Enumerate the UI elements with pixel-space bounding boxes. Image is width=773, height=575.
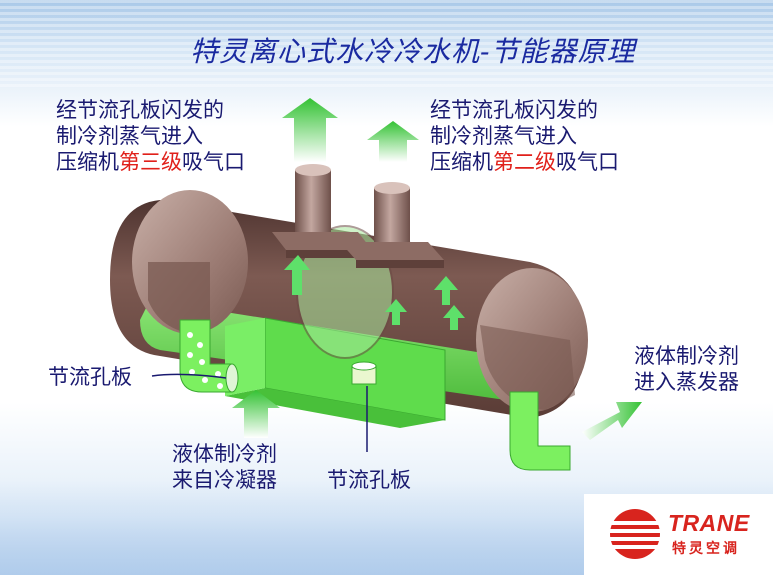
page-title: 特灵离心式水冷冷水机-节能器原理: [190, 35, 636, 68]
center-orifice-label: 节流孔板: [327, 468, 411, 492]
left-top-highlight: 第三级: [119, 150, 182, 174]
liquid-in-label: 液体制冷剂 来自冷凝器: [172, 441, 277, 493]
left-orifice-label: 节流孔板: [48, 365, 132, 389]
left-top-line2: 制冷剂蒸气进入: [56, 124, 203, 148]
leader-lines: [151, 373, 368, 452]
liquid-outlet-pipe: [509, 391, 571, 471]
liquid-out-line2: 进入蒸发器: [634, 370, 739, 394]
up-arrow-icon: [434, 276, 458, 305]
left-top-line1: 经节流孔板闪发的: [56, 98, 224, 122]
up-arrow-icon: [367, 121, 419, 162]
logo-chinese: 特灵空调: [672, 541, 740, 557]
right-top-line1: 经节流孔板闪发的: [430, 98, 598, 122]
trane-logo: TRANE 特灵空调: [584, 494, 773, 575]
right-arrow-icon: [582, 402, 642, 440]
up-arrow-icon: [284, 255, 310, 295]
up-arrow-icon: [443, 305, 465, 330]
left-end-cap: [132, 190, 248, 334]
up-arrow-icon: [282, 98, 338, 162]
up-arrow-icon: [385, 299, 407, 325]
right-top-highlight: 第二级: [493, 150, 556, 174]
right-top-line2: 制冷剂蒸气进入: [430, 124, 577, 148]
liquid-out-line1: 液体制冷剂: [634, 344, 739, 368]
left-top-post: 吸气口: [182, 150, 245, 174]
right-end-cap: [476, 268, 588, 412]
left-top-pre: 压缩机: [56, 150, 119, 174]
liquid-in-line2: 来自冷凝器: [172, 468, 277, 492]
trane-logo-icon: [610, 509, 660, 559]
vapor-outlet-pipe-right: [340, 182, 444, 268]
center-orifice: [351, 361, 377, 385]
liquid-in-line1: 液体制冷剂: [172, 442, 277, 466]
vapor-outlet-pipe-left: [272, 164, 372, 258]
right-top-post: 吸气口: [556, 150, 619, 174]
logo-wordmark: TRANE: [668, 510, 750, 536]
up-arrow-icon: [232, 390, 280, 438]
liquid-out-label: 液体制冷剂 进入蒸发器: [634, 343, 739, 395]
header-stripes: [0, 0, 773, 90]
right-top-line3: 压缩机第二级吸气口: [430, 149, 619, 175]
liquid-inlet-pipe: [179, 319, 239, 393]
right-top-pre: 压缩机: [430, 150, 493, 174]
left-top-label: 经节流孔板闪发的 制冷剂蒸气进入 压缩机第三级吸气口: [56, 97, 245, 175]
left-top-line3: 压缩机第三级吸气口: [56, 149, 245, 175]
right-top-label: 经节流孔板闪发的 制冷剂蒸气进入 压缩机第二级吸气口: [430, 97, 619, 175]
